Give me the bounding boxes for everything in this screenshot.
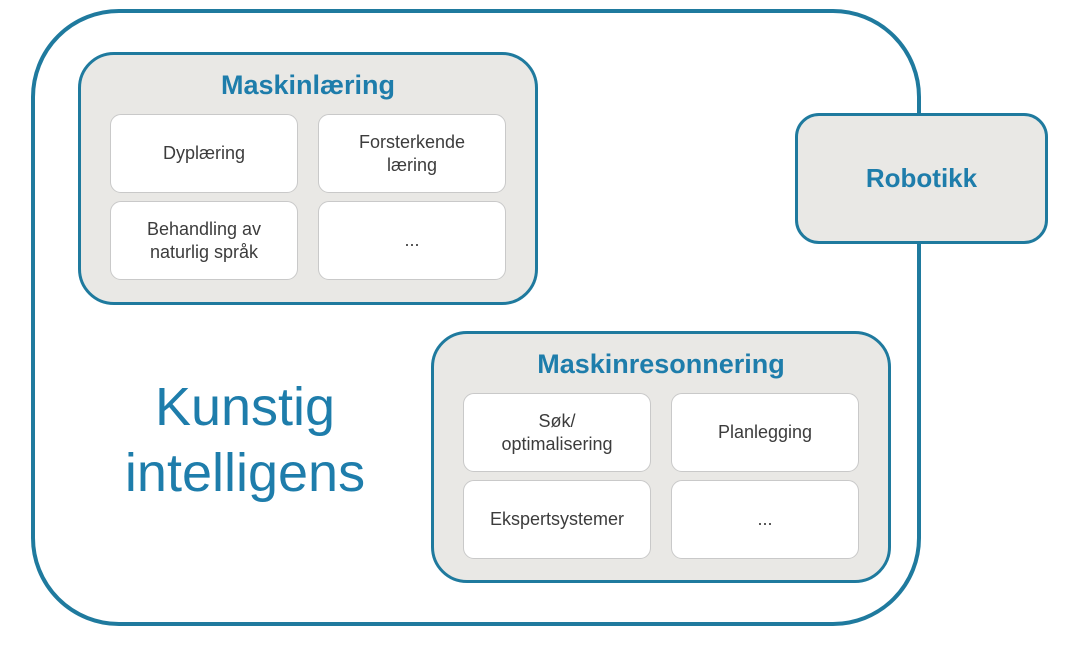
cell-maskinresonnering-ellipsis: ...	[671, 480, 859, 559]
group-maskinresonnering: Maskinresonnering Søk/ optimalisering Pl…	[431, 331, 891, 583]
cell-naturlig-spraak: Behandling av naturlig språk	[110, 201, 298, 280]
group-maskinresonnering-title: Maskinresonnering	[537, 349, 785, 379]
cell-soek-optimalisering: Søk/ optimalisering	[463, 393, 651, 472]
cell-planlegging: Planlegging	[671, 393, 859, 472]
cell-maskinlaering-ellipsis: ...	[318, 201, 506, 280]
group-maskinlaering: Maskinlæring Dyplæring Forsterkende læri…	[78, 52, 538, 305]
robotikk-box: Robotikk	[795, 113, 1048, 244]
group-maskinlaering-cells: Dyplæring Forsterkende læring Behandling…	[110, 114, 506, 280]
robotikk-title: Robotikk	[865, 163, 978, 193]
cell-forsterkende-laering: Forsterkende læring	[318, 114, 506, 193]
ai-root-label: Kunstig intelligens	[124, 377, 366, 503]
cell-dyplaering: Dyplæring	[110, 114, 298, 193]
group-maskinlaering-title: Maskinlæring	[220, 70, 396, 100]
group-maskinresonnering-cells: Søk/ optimalisering Planlegging Eksperts…	[463, 393, 859, 559]
cell-ekspertsystemer: Ekspertsystemer	[463, 480, 651, 559]
